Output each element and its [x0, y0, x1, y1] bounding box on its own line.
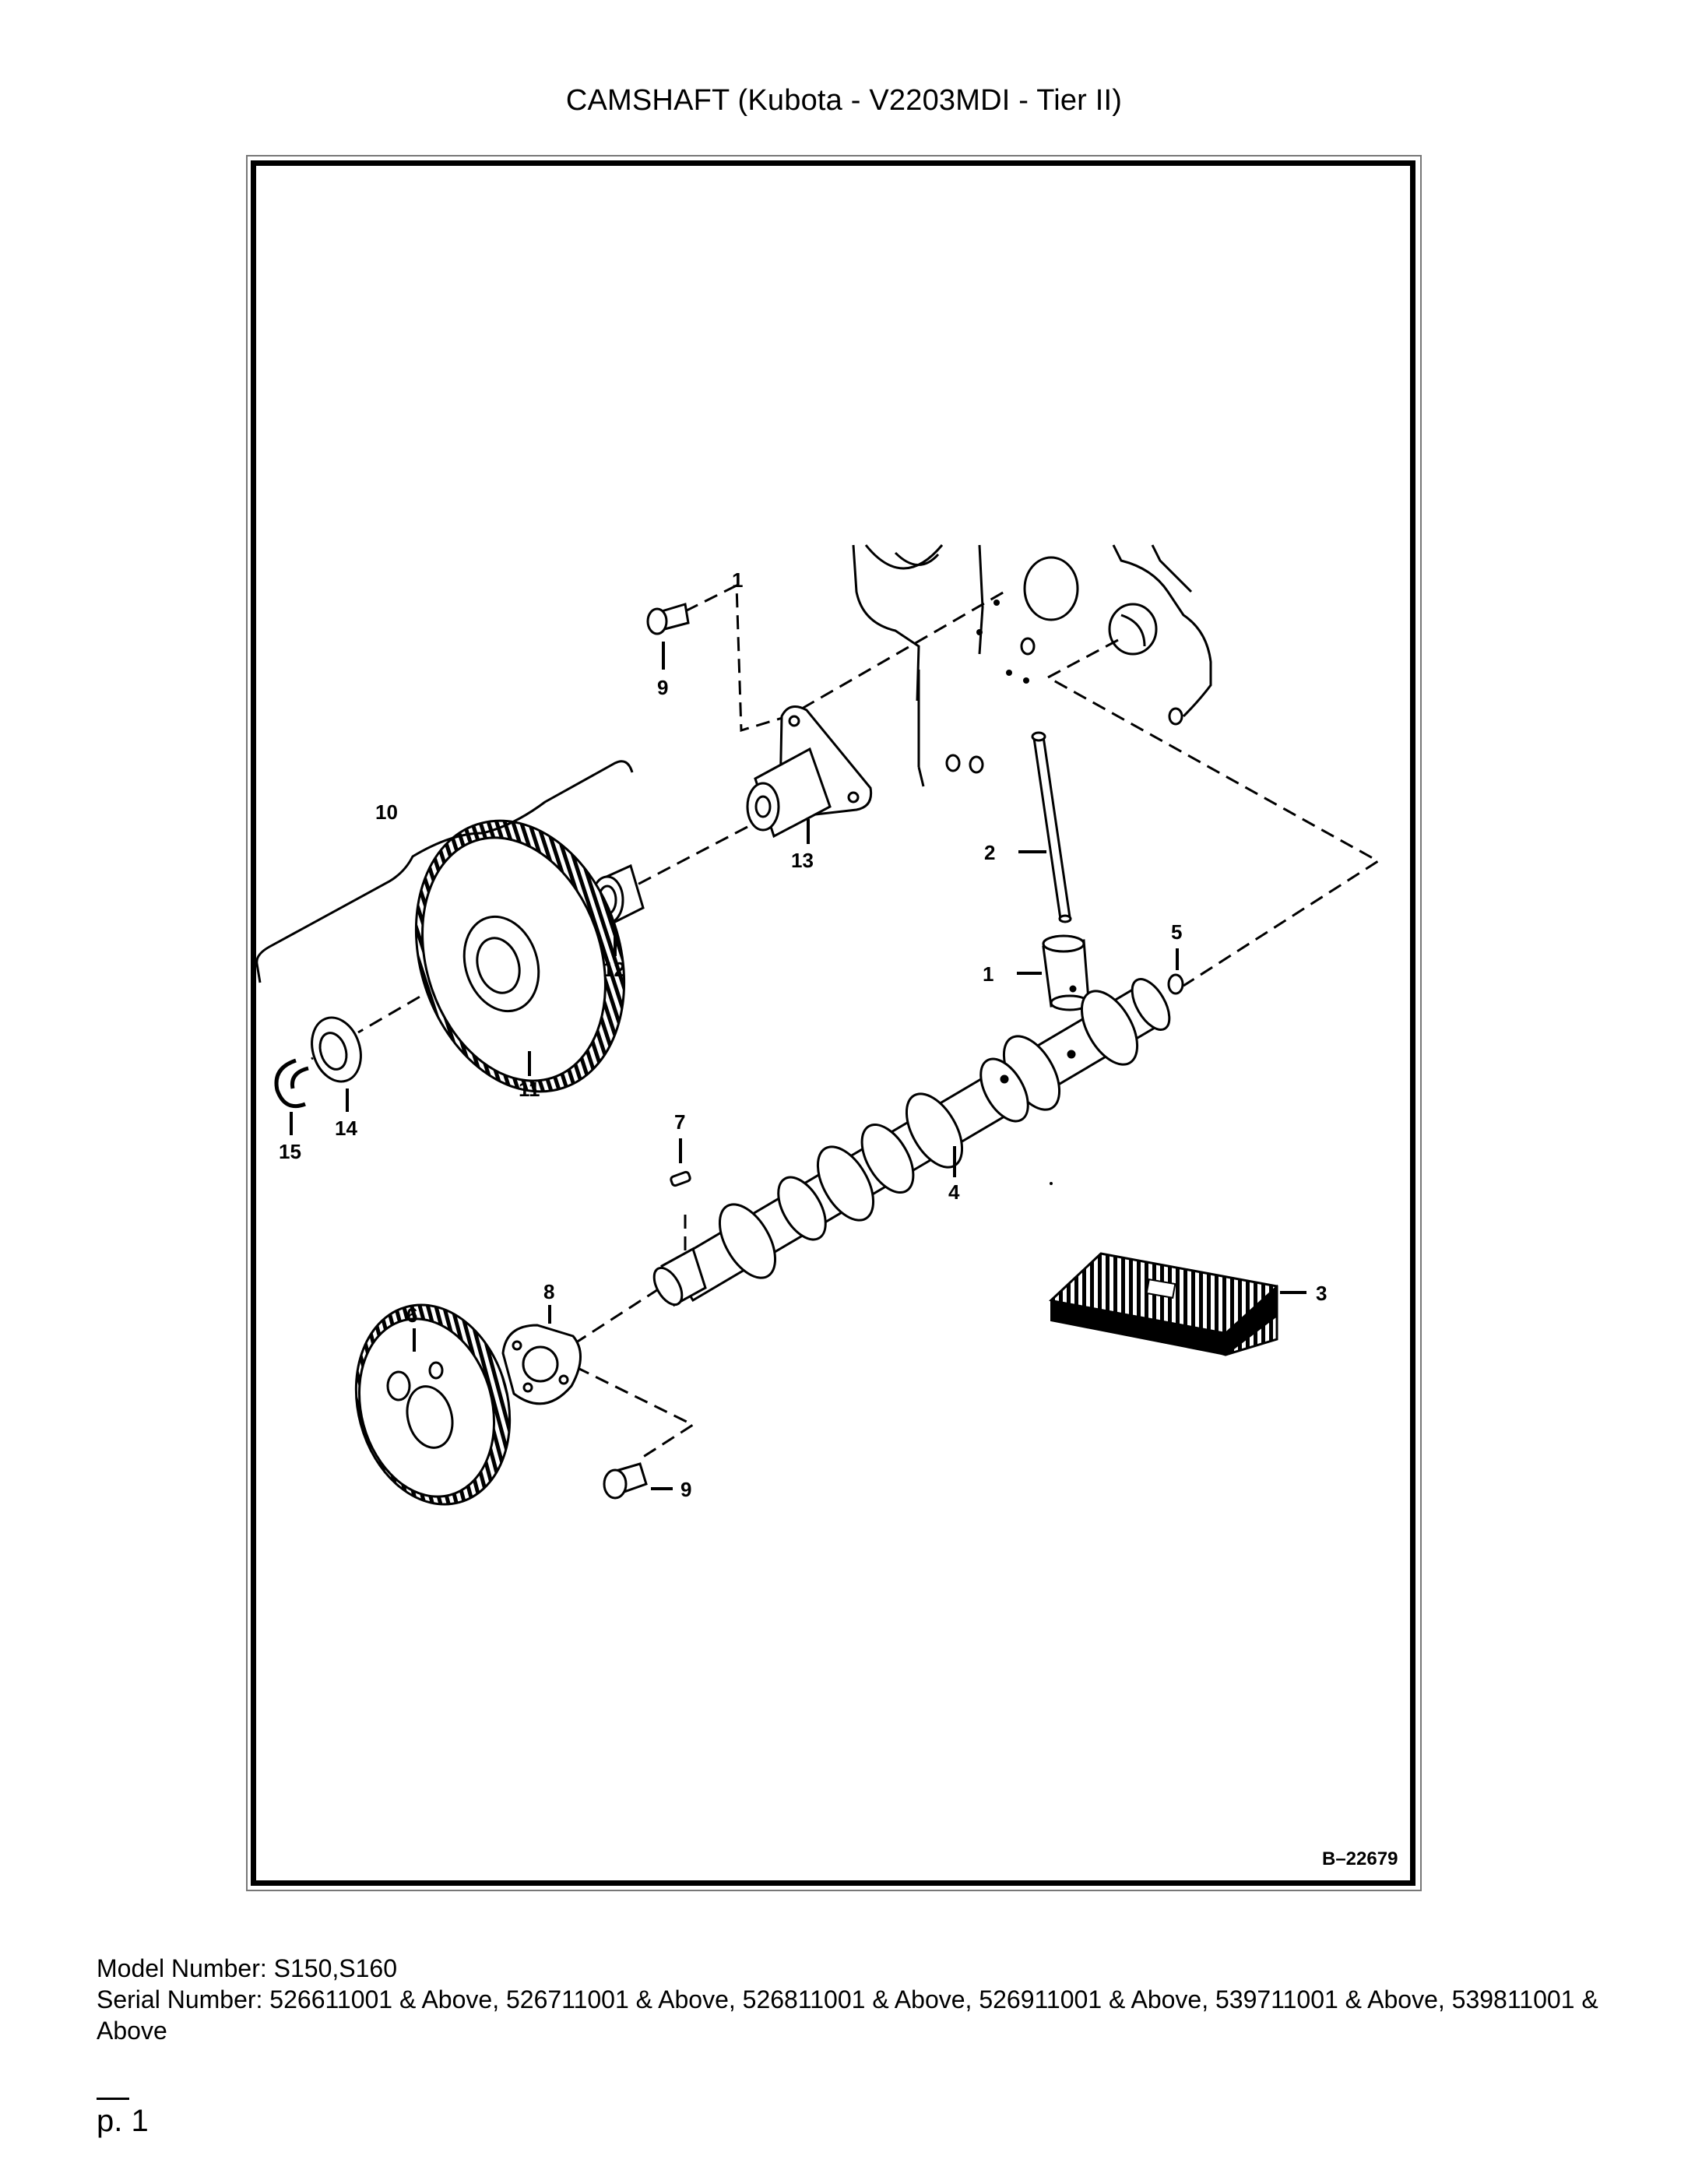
page-number: p. 1	[97, 2104, 149, 2138]
leader-lines	[290, 642, 1306, 1490]
callout-1: 1	[983, 962, 993, 986]
thrust-plate-8	[501, 1324, 582, 1405]
figure-frame	[251, 160, 1415, 1886]
key-7	[670, 1170, 691, 1187]
callout-11: 11	[519, 1078, 540, 1101]
shim-kit-3	[1049, 1252, 1278, 1356]
bolt-9-top	[646, 603, 690, 635]
camshaft-4	[652, 978, 1171, 1307]
callout-13: 13	[791, 849, 814, 872]
callout-7: 7	[674, 1110, 685, 1134]
callout-1-top: 1	[732, 568, 743, 592]
idle-gear-11	[414, 819, 626, 1093]
callout-9-top: 9	[657, 676, 668, 699]
callout-3: 3	[1316, 1282, 1327, 1305]
callout-14: 14	[335, 1117, 357, 1140]
callout-9-bottom: 9	[680, 1478, 691, 1501]
plug-5	[1167, 973, 1184, 995]
figure-frame-outer	[246, 155, 1422, 1891]
tappet-1	[1042, 934, 1090, 1011]
serial-number: Serial Number: 526611001 & Above, 526711…	[97, 1985, 1598, 2045]
bolt-9-bottom	[603, 1462, 648, 1500]
figure-id: B–22679	[1322, 1848, 1398, 1869]
callout-12: 12	[603, 958, 625, 981]
group-10-brace	[255, 760, 634, 983]
thrust-plate-13	[746, 705, 873, 839]
cam-gear-6	[354, 1303, 512, 1506]
callout-15: 15	[279, 1140, 301, 1163]
callout-4: 4	[948, 1180, 960, 1204]
engine-block-fragment	[852, 544, 1212, 787]
collar-14	[311, 1016, 362, 1083]
callout-5: 5	[1171, 920, 1182, 944]
callout-2: 2	[984, 841, 995, 864]
page-rule	[97, 2098, 129, 2100]
page-title: CAMSHAFT (Kubota - V2203MDI - Tier II)	[565, 84, 1123, 117]
model-number: Model Number: S150,S160	[97, 1954, 397, 1982]
callout-10: 10	[375, 800, 398, 824]
push-rod-2	[1031, 731, 1072, 923]
callout-8: 8	[543, 1280, 554, 1303]
callout-6: 6	[406, 1303, 417, 1327]
snap-ring-15	[274, 1058, 309, 1109]
